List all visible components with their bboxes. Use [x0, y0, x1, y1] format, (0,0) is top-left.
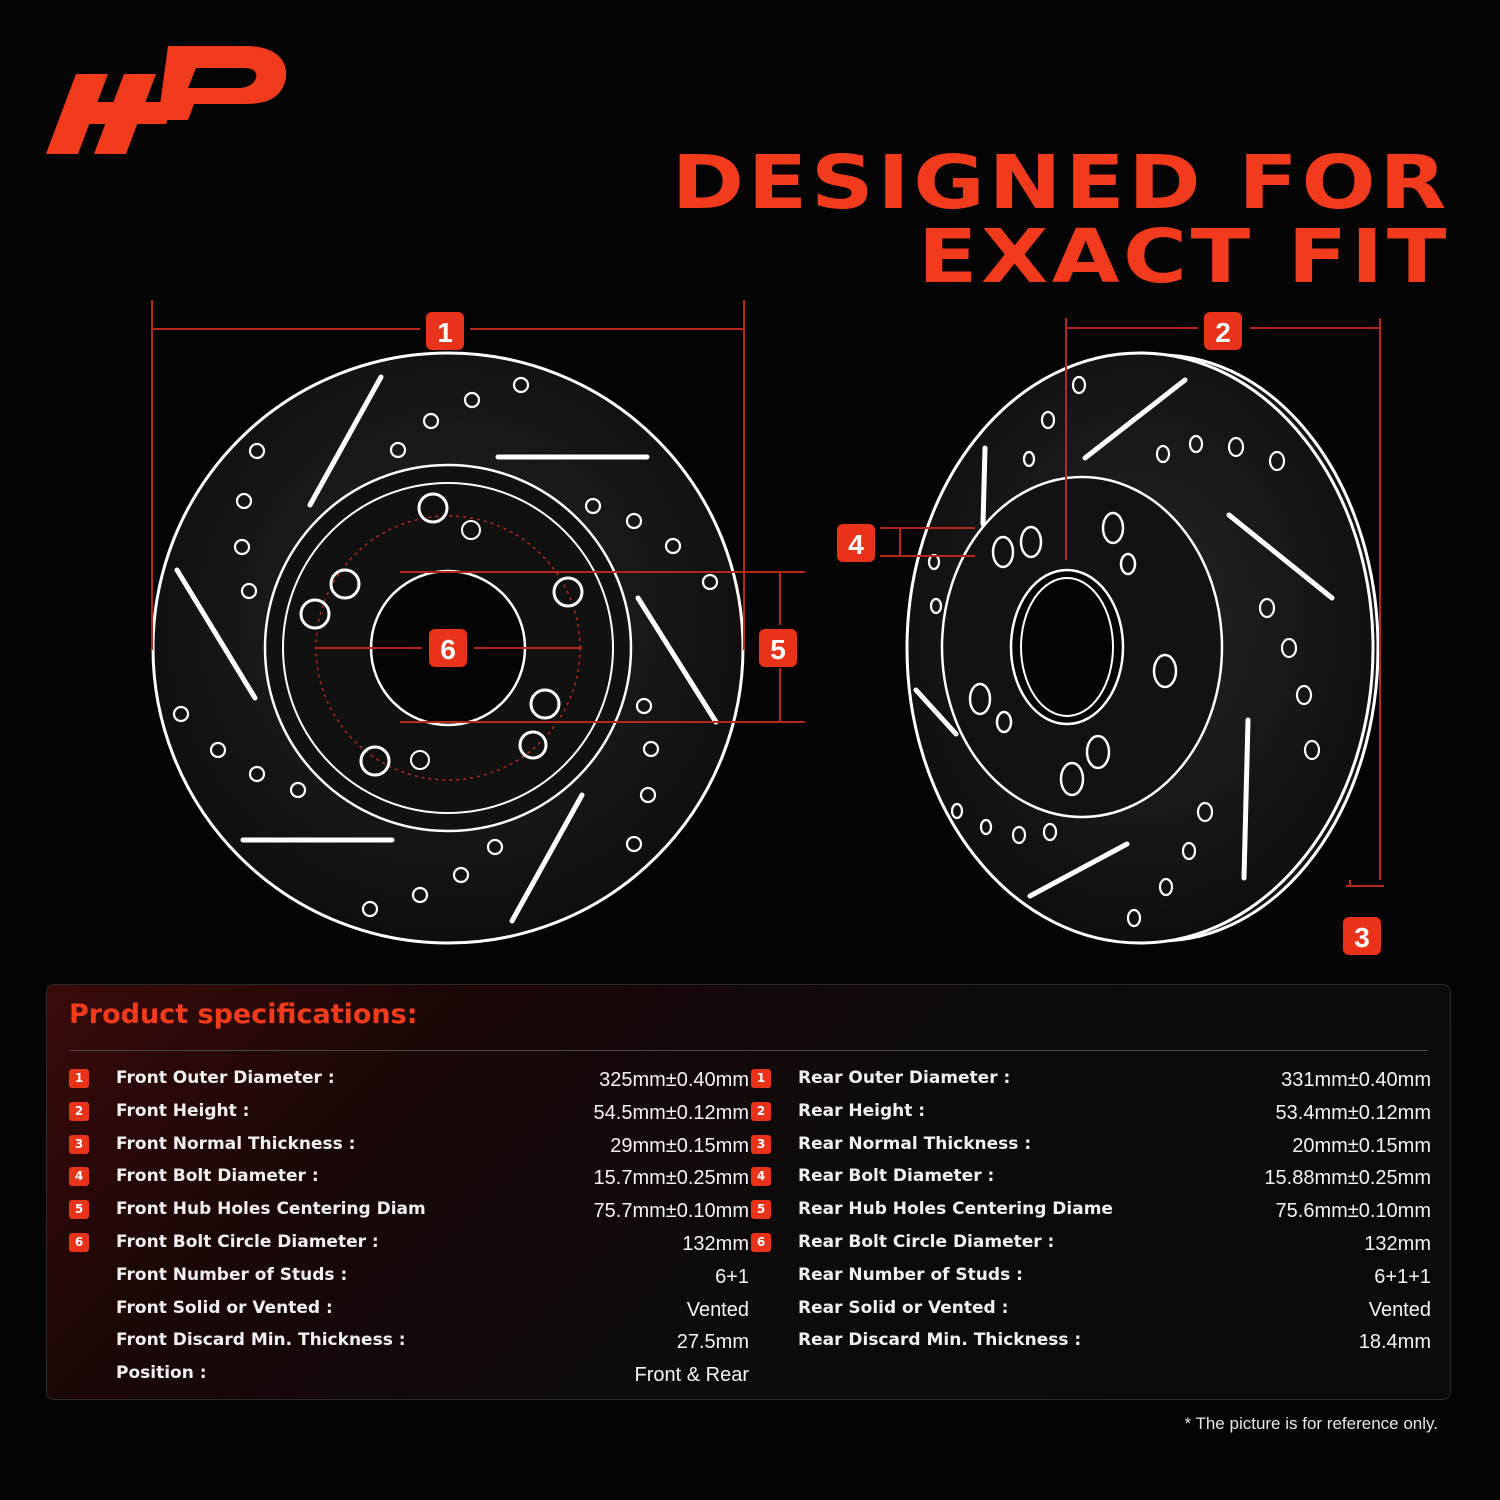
spec-number-badge: 3: [751, 1134, 771, 1154]
spec-number-badge: 4: [751, 1167, 771, 1187]
spec-number-badge: 4: [69, 1167, 89, 1187]
spec-label: Rear Normal Thickness :: [798, 1133, 1032, 1154]
rear-spec-row: 4 Rear Bolt Diameter : 15.88mm±0.25mm: [751, 1163, 1431, 1196]
spec-label: Rear Bolt Circle Diameter :: [798, 1231, 1055, 1252]
footnote: * The picture is for reference only.: [1184, 1414, 1438, 1433]
spec-value: 15.88mm±0.25mm: [1264, 1167, 1431, 1190]
marker-6: 6: [429, 629, 467, 667]
specifications-title: Product specifications:: [69, 999, 418, 1030]
spec-value: 75.6mm±0.10mm: [1275, 1200, 1431, 1223]
specifications-panel: Product specifications: 1 Front Outer Dia…: [46, 984, 1451, 1400]
spec-value: Front & Rear: [634, 1364, 749, 1387]
dimension-lines: [151, 300, 1384, 887]
front-spec-row: Position : Front & Rear: [69, 1360, 749, 1393]
marker-3: 3: [1343, 917, 1381, 955]
rear-spec-row: Rear Solid or Vented : Vented: [751, 1295, 1431, 1328]
svg-text:6: 6: [440, 634, 456, 665]
spec-number-badge: 1: [69, 1069, 89, 1088]
spec-label: Front Bolt Diameter :: [116, 1166, 319, 1187]
spec-label: Rear Hub Holes Centering Diame: [798, 1199, 1113, 1220]
spec-value: 6+1+1: [1374, 1265, 1431, 1288]
front-spec-row: 2 Front Height : 54.5mm±0.12mm: [69, 1098, 749, 1131]
spec-value: 325mm±0.40mm: [599, 1069, 749, 1091]
rear-spec-row: Rear Number of Studs : 6+1+1: [751, 1262, 1431, 1295]
spec-number-badge: 2: [751, 1101, 771, 1121]
rear-spec-row: 2 Rear Height : 53.4mm±0.12mm: [751, 1098, 1431, 1131]
front-spec-row: 4 Front Bolt Diameter : 15.7mm±0.25mm: [69, 1163, 749, 1196]
front-spec-row: Front Solid or Vented : Vented: [69, 1295, 749, 1328]
rear-spec-row: 1 Rear Outer Diameter : 331mm±0.40mm: [751, 1065, 1431, 1098]
spec-value: 29mm±0.15mm: [610, 1134, 749, 1157]
spec-value: 132mm: [1364, 1232, 1431, 1255]
spec-label: Front Outer Diameter :: [116, 1068, 335, 1088]
front-spec-row: Front Number of Studs : 6+1: [69, 1262, 749, 1295]
spec-label: Rear Number of Studs :: [798, 1264, 1023, 1285]
headline-line-1: DESIGNED FOR: [671, 140, 1450, 226]
spec-label: Front Hub Holes Centering Diam: [116, 1199, 426, 1220]
headline-line-2: EXACT FIT: [917, 214, 1450, 300]
front-spec-row: 1 Front Outer Diameter : 325mm±0.40mm: [69, 1065, 749, 1098]
svg-text:2: 2: [1215, 317, 1231, 348]
spec-label: Rear Outer Diameter :: [798, 1068, 1011, 1088]
spec-value: Vented: [1368, 1298, 1431, 1321]
spec-label: Rear Solid or Vented :: [798, 1297, 1009, 1318]
spec-number-badge: 5: [69, 1200, 89, 1220]
front-spec-row: Front Discard Min. Thickness : 27.5mm: [69, 1327, 749, 1360]
rear-rotor: [905, 351, 1380, 945]
rear-spec-row: Rear Discard Min. Thickness : 18.4mm: [751, 1327, 1431, 1360]
spec-value: 15.7mm±0.25mm: [593, 1167, 749, 1190]
front-spec-row: 3 Front Normal Thickness : 29mm±0.15mm: [69, 1131, 749, 1164]
spec-number-badge: 2: [69, 1101, 89, 1121]
spec-label: Front Solid or Vented :: [116, 1297, 333, 1318]
spec-label: Front Number of Studs :: [116, 1264, 348, 1285]
spec-value: 54.5mm±0.12mm: [593, 1101, 749, 1124]
spec-label: Rear Height :: [798, 1100, 926, 1121]
spec-value: 6+1: [715, 1265, 749, 1288]
svg-text:3: 3: [1354, 922, 1370, 953]
rear-spec-row: 6 Rear Bolt Circle Diameter : 132mm: [751, 1229, 1431, 1262]
spec-number-badge: 6: [751, 1232, 771, 1252]
spec-value: 20mm±0.15mm: [1292, 1134, 1431, 1157]
spec-value: 75.7mm±0.10mm: [593, 1200, 749, 1223]
spec-label: Front Discard Min. Thickness :: [116, 1330, 406, 1351]
marker-2: 2: [1204, 312, 1242, 350]
spec-label: Front Bolt Circle Diameter :: [116, 1231, 379, 1252]
spec-label: Front Height :: [116, 1100, 250, 1121]
rear-spec-row: 3 Rear Normal Thickness : 20mm±0.15mm: [751, 1131, 1431, 1164]
spec-value: 18.4mm: [1358, 1331, 1431, 1354]
spec-value: 27.5mm: [676, 1331, 749, 1354]
spec-number-badge: 3: [69, 1134, 89, 1154]
brake-rotor-diagram: 1 2 3 4 5 6: [151, 300, 1384, 955]
spec-value: 53.4mm±0.12mm: [1275, 1101, 1431, 1124]
spec-value: Vented: [686, 1298, 749, 1321]
spec-number-badge: 6: [69, 1232, 89, 1252]
rear-spec-row: 5 Rear Hub Holes Centering Diame 75.6mm±0.…: [751, 1196, 1431, 1229]
spec-value: 132mm: [682, 1232, 749, 1255]
spec-number-badge: 1: [751, 1069, 771, 1088]
marker-4: 4: [837, 524, 875, 562]
spec-value: 331mm±0.40mm: [1281, 1069, 1431, 1091]
marker-1: 1: [426, 312, 464, 350]
spec-label: Rear Discard Min. Thickness :: [798, 1330, 1082, 1351]
ap-logo-icon: [46, 46, 287, 154]
front-spec-row: 6 Front Bolt Circle Diameter : 132mm: [69, 1229, 749, 1262]
marker-5: 5: [759, 629, 797, 667]
front-spec-row: 5 Front Hub Holes Centering Diam 75.7mm±0.…: [69, 1196, 749, 1229]
spec-label: Rear Bolt Diameter :: [798, 1166, 995, 1187]
spec-label: Front Normal Thickness :: [116, 1133, 356, 1154]
svg-text:5: 5: [770, 634, 786, 665]
spec-number-badge: 5: [751, 1200, 771, 1220]
spec-label: Position :: [116, 1363, 207, 1384]
divider: [69, 1050, 1428, 1051]
svg-text:1: 1: [437, 317, 453, 348]
svg-text:4: 4: [848, 529, 864, 560]
dimension-markers: 1 2 3 4 5 6: [426, 312, 1381, 955]
headline: DESIGNED FOR EXACT FIT: [388, 146, 1450, 294]
